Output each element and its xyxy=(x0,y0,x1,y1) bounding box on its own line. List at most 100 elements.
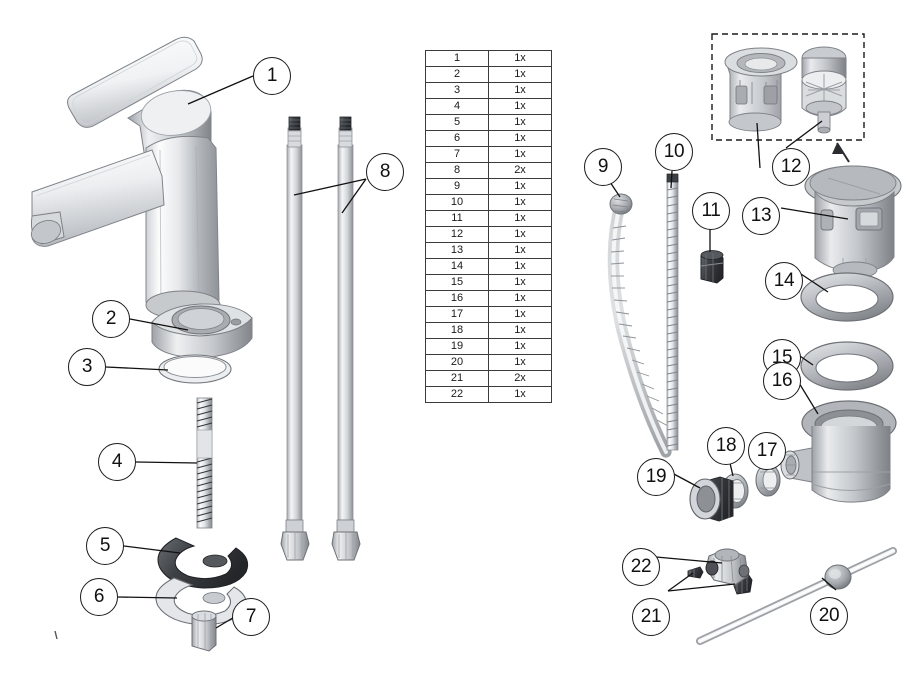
callout-3[interactable]: 3 xyxy=(68,348,106,386)
cell-item: 21 xyxy=(425,370,489,387)
part-12-drain-insert-variant-a xyxy=(724,47,798,132)
part-2-base-mounting-pad xyxy=(151,303,253,359)
leader-12b xyxy=(756,122,761,169)
thread-lines xyxy=(196,398,213,523)
part-10-threaded-pull-rod xyxy=(666,173,679,451)
thread-lines xyxy=(666,187,679,447)
leader-3 xyxy=(105,366,169,371)
corrugation-lines xyxy=(610,225,669,427)
callout-21[interactable]: 21 xyxy=(632,598,670,636)
callout-10[interactable]: 10 xyxy=(655,133,693,171)
part-1-mixer-tap-body xyxy=(30,36,221,321)
callout-11[interactable]: 11 xyxy=(692,192,730,230)
callout-5[interactable]: 5 xyxy=(86,527,124,565)
callout-6[interactable]: 6 xyxy=(80,578,118,616)
part-3-sealing-ring xyxy=(158,354,232,384)
cell-item: 19 xyxy=(425,338,489,355)
callout-13[interactable]: 13 xyxy=(742,197,780,235)
cell-item: 7 xyxy=(425,146,489,163)
leader-2 xyxy=(129,318,189,331)
callout-16[interactable]: 16 xyxy=(763,362,801,400)
cell-qty: 1x xyxy=(488,114,552,131)
callout-2[interactable]: 2 xyxy=(92,300,130,338)
cell-qty: 1x xyxy=(488,242,552,259)
leader-8a xyxy=(293,178,367,196)
cell-qty: 2x xyxy=(488,370,552,387)
cell-qty: 1x xyxy=(488,274,552,291)
cell-item: 18 xyxy=(425,322,489,339)
leader-5 xyxy=(123,545,181,554)
part-14-upper-drain-gasket xyxy=(800,272,894,322)
cell-item: 13 xyxy=(425,242,489,259)
callout-8[interactable]: 8 xyxy=(366,153,404,191)
cell-qty: 1x xyxy=(488,226,552,243)
callout-17[interactable]: 17 xyxy=(748,432,786,470)
leader-21b xyxy=(667,583,736,592)
cell-qty: 1x xyxy=(488,98,552,115)
leader-19 xyxy=(671,472,701,489)
callout-18[interactable]: 18 xyxy=(707,427,745,465)
part-11-rod-connector-clip xyxy=(700,250,724,284)
cell-qty: 1x xyxy=(488,194,552,211)
leader-13 xyxy=(780,207,849,220)
cell-item: 11 xyxy=(425,210,489,227)
cell-qty: 1x xyxy=(488,354,552,371)
cell-item: 2 xyxy=(425,66,489,83)
part-19-lock-nut xyxy=(689,476,734,522)
cell-qty: 1x xyxy=(488,50,552,67)
part-9-pop-up-lift-rod-linkage xyxy=(607,193,672,458)
cell-item: 14 xyxy=(425,258,489,275)
part-7-fixing-nut xyxy=(191,610,217,652)
cell-item: 3 xyxy=(425,82,489,99)
callout-19[interactable]: 19 xyxy=(637,458,675,496)
part-15-lower-drain-gasket xyxy=(800,341,894,391)
part-4-threaded-stud-rod xyxy=(196,397,213,529)
callout-22[interactable]: 22 xyxy=(622,548,660,586)
cell-qty: 1x xyxy=(488,322,552,339)
leader-14 xyxy=(800,273,829,293)
alternative-drain-inserts-group-box xyxy=(711,33,865,141)
leader-8b xyxy=(341,178,367,214)
leader-4 xyxy=(135,461,198,464)
cell-item: 8 xyxy=(425,162,489,179)
part-12-drain-insert-variant-b xyxy=(801,46,847,134)
callout-7[interactable]: 7 xyxy=(232,598,270,636)
leader-12a xyxy=(785,120,823,149)
cell-item: 22 xyxy=(425,386,489,403)
leader-6 xyxy=(117,596,178,599)
cell-qty: 1x xyxy=(488,338,552,355)
callout-20[interactable]: 20 xyxy=(810,597,848,635)
cell-item: 1 xyxy=(425,50,489,67)
callout-1[interactable]: 1 xyxy=(253,57,291,95)
leader-1 xyxy=(187,75,254,105)
part-5-upper-c-clamp-washer xyxy=(157,537,249,589)
cell-item: 5 xyxy=(425,114,489,131)
callout-14[interactable]: 14 xyxy=(765,262,803,300)
cell-qty: 1x xyxy=(488,210,552,227)
cell-qty: 2x xyxy=(488,162,552,179)
leader-22 xyxy=(655,556,723,564)
callout-9[interactable]: 9 xyxy=(584,148,622,186)
leader-10 xyxy=(670,170,673,189)
cell-qty: 1x xyxy=(488,290,552,307)
cell-qty: 1x xyxy=(488,146,552,163)
callout-4[interactable]: 4 xyxy=(98,443,136,481)
callout-12[interactable]: 12 xyxy=(772,148,810,186)
cell-qty: 1x xyxy=(488,258,552,275)
